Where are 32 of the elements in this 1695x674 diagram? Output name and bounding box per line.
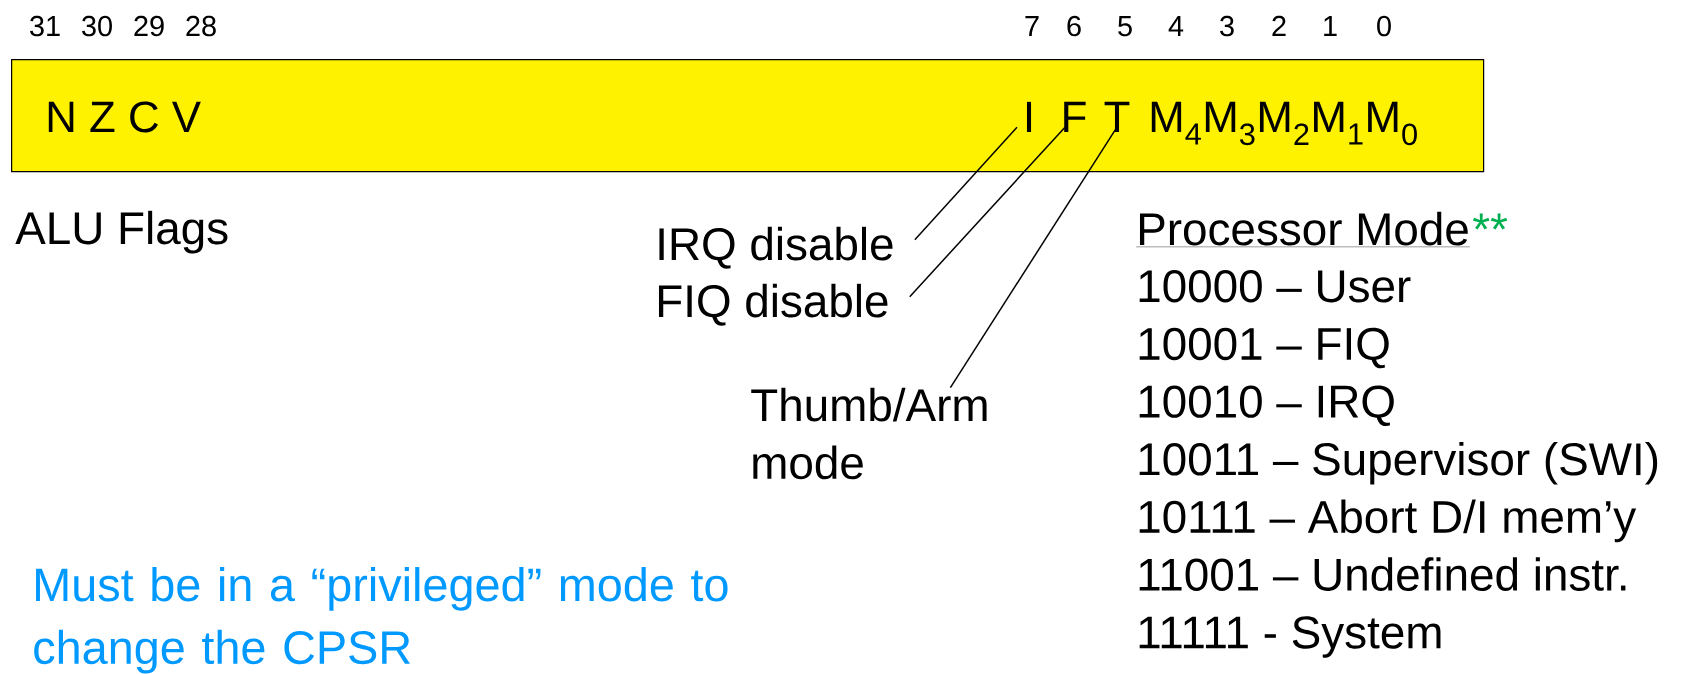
mode-entry: 10001 – FIQ xyxy=(1139,327,1389,369)
bit-number: 30 xyxy=(82,15,112,37)
bit-number: 5 xyxy=(1118,16,1132,37)
bit-description: IRQ disable xyxy=(659,226,893,269)
mode-entry: 10011 – Supervisor (SWI) xyxy=(1139,441,1658,485)
mode-entry: 11111 - System xyxy=(1139,616,1441,658)
bit-letter: F xyxy=(1064,101,1086,132)
bit-number: 0 xyxy=(1377,15,1391,37)
bit-number: 6 xyxy=(1067,15,1081,37)
bit-number: 1 xyxy=(1324,16,1337,36)
bit-description: Thumb/Arm mode xyxy=(751,387,987,480)
mode-entry: 10111 – Abort D/I mem’y xyxy=(1139,499,1637,543)
leader-line xyxy=(949,126,1118,389)
bit-letter: T xyxy=(1104,101,1130,132)
mode-entry: 10010 – IRQ xyxy=(1139,385,1394,427)
heading: Processor Mode xyxy=(1136,211,1471,248)
bit-number: 29 xyxy=(134,15,164,37)
bit-description: FIQ disable xyxy=(659,283,888,326)
bit-number: 4 xyxy=(1168,16,1184,36)
leader-line xyxy=(909,126,1066,298)
mode-entry: 11001 – Undefined instr. xyxy=(1139,557,1626,591)
bit-number: 7 xyxy=(1025,16,1039,36)
leader-line xyxy=(914,126,1018,241)
footnote-mark: ** xyxy=(1473,213,1508,230)
field-label: ALU Flags xyxy=(15,210,228,254)
note: Must be in a “privileged” mode to change the CPSR xyxy=(34,567,728,674)
bit-number: 28 xyxy=(186,15,216,37)
bit-number: 3 xyxy=(1220,15,1234,37)
bit-number: 2 xyxy=(1272,15,1286,36)
bit-letter: I xyxy=(1026,101,1032,132)
mode-entry: 10000 – User xyxy=(1139,270,1411,303)
bit-number: 31 xyxy=(30,15,60,37)
